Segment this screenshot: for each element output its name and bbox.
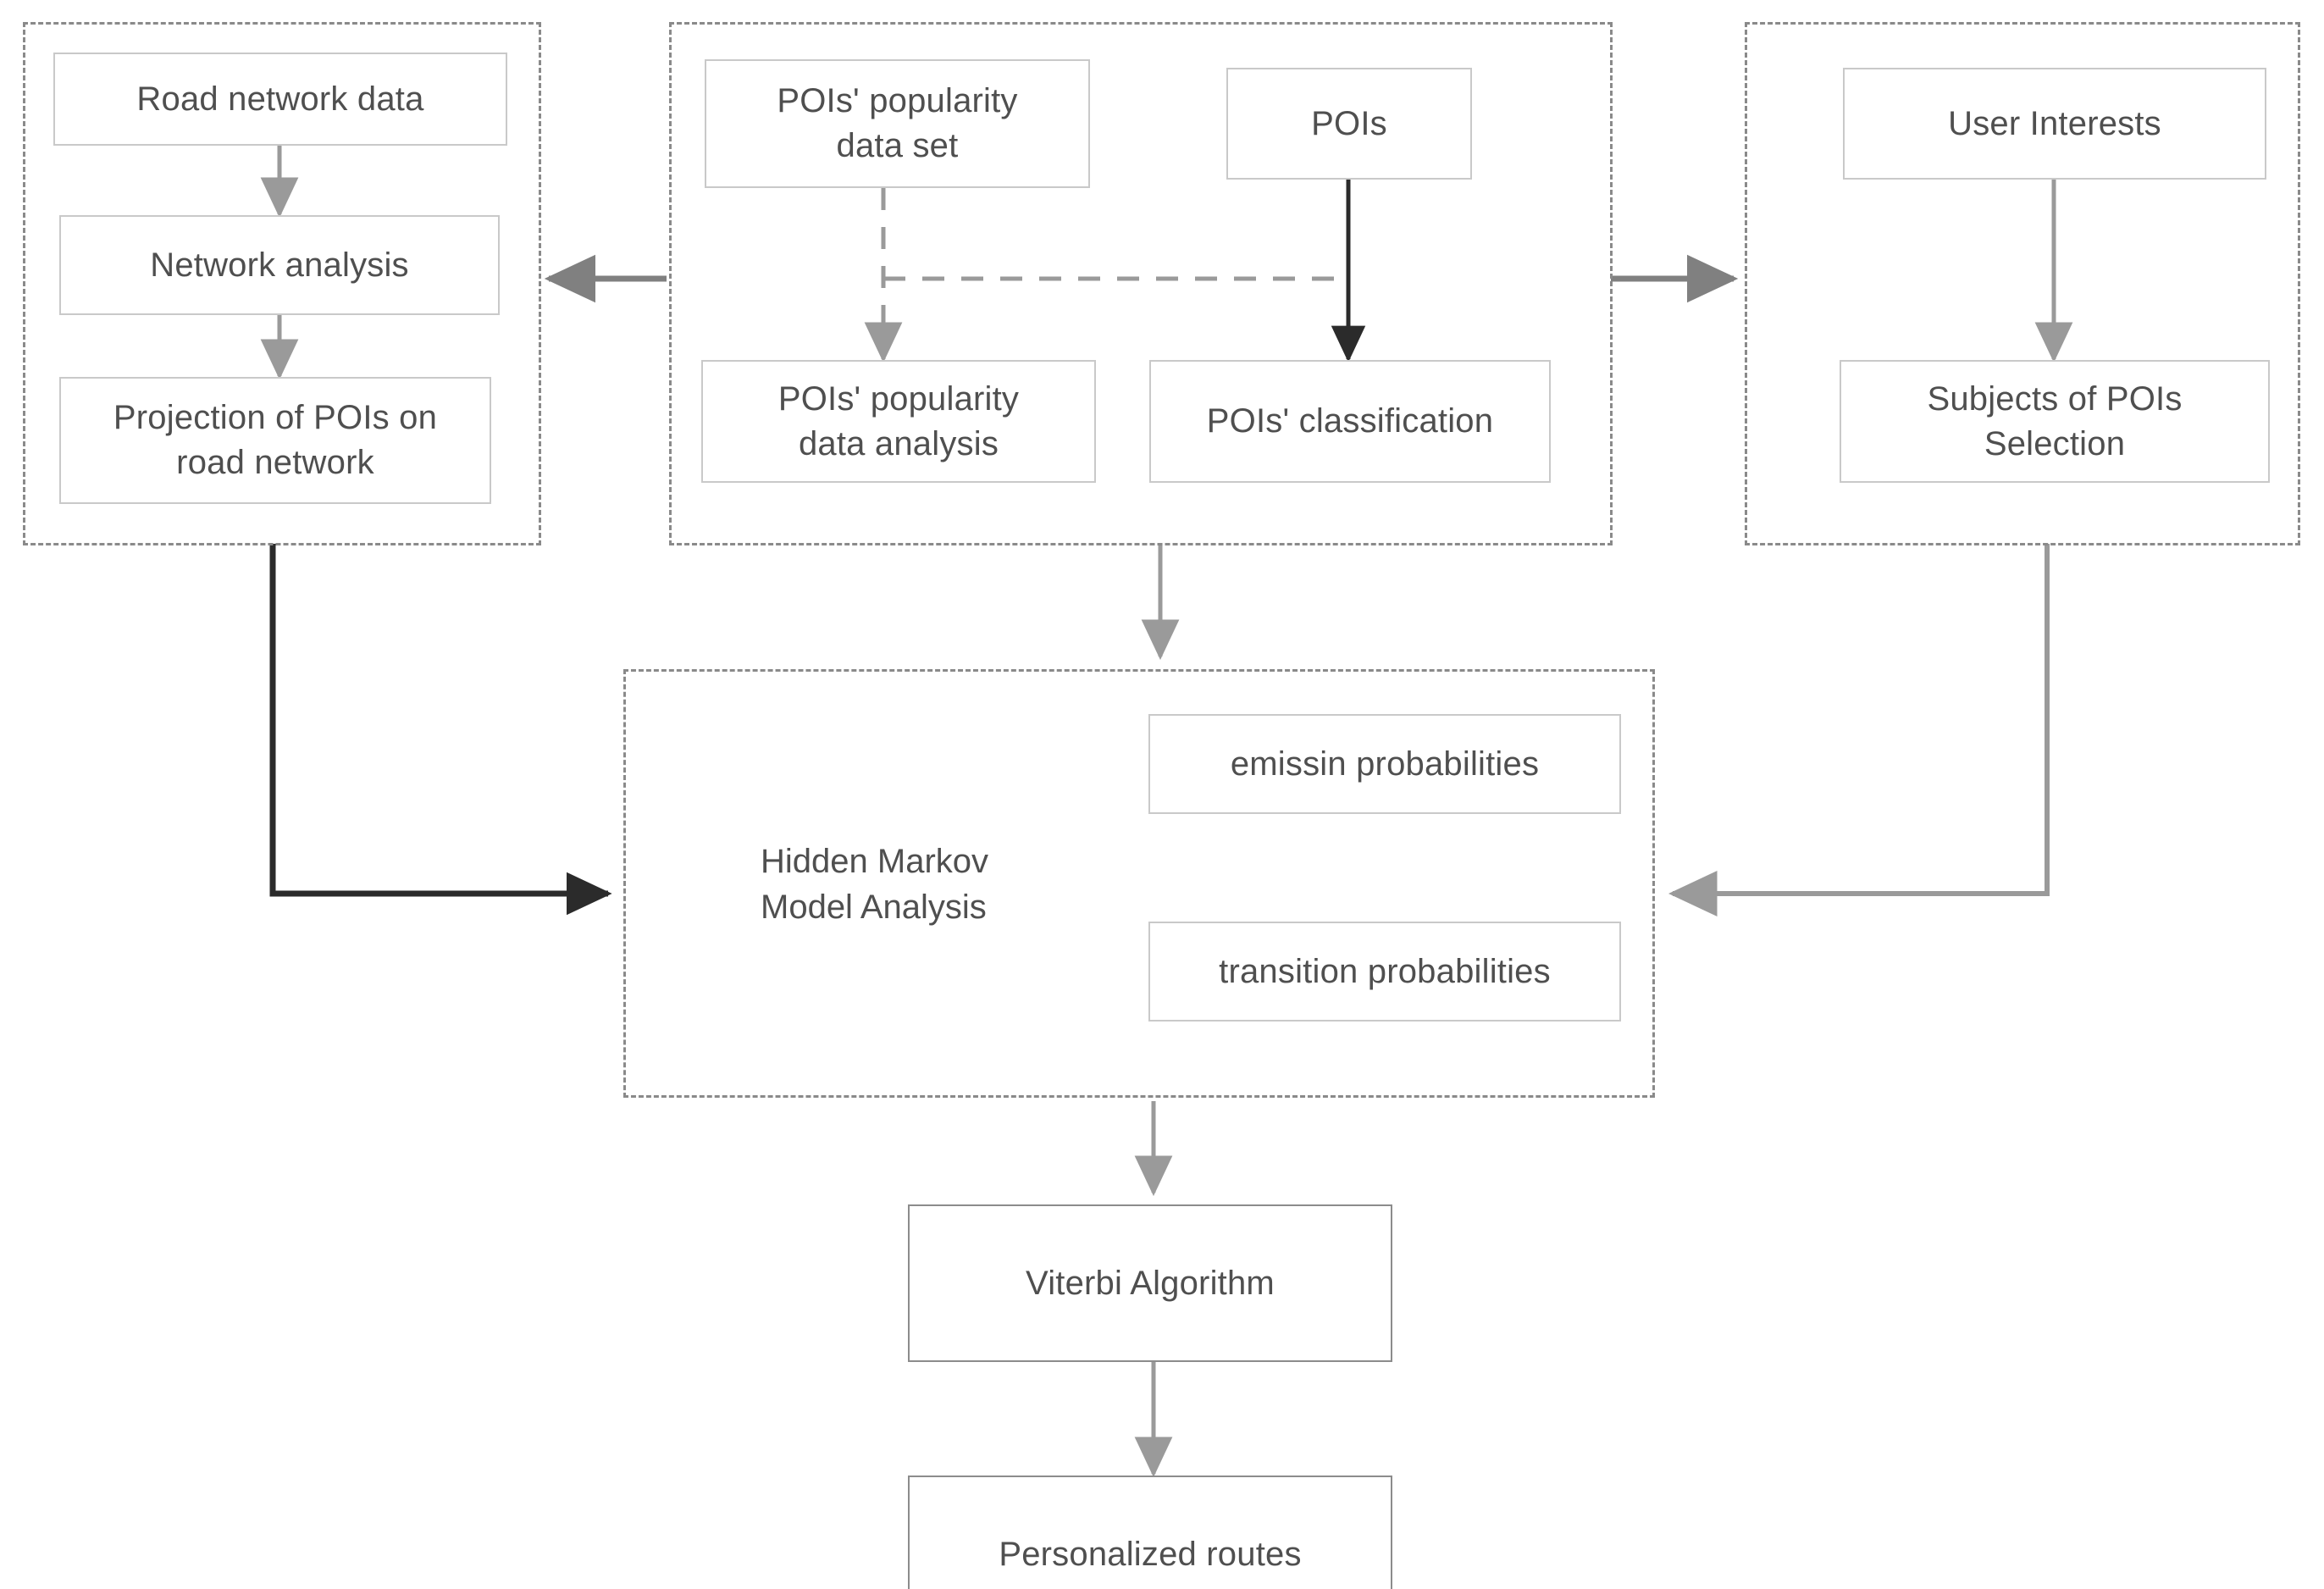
node-personalized-routes-label: Personalized routes bbox=[999, 1535, 1302, 1573]
node-user-interests[interactable]: User Interests bbox=[1843, 68, 2266, 180]
node-emission-probabilities[interactable]: emissin probabilities bbox=[1148, 714, 1621, 814]
node-viterbi-algorithm-label: Viterbi Algorithm bbox=[1026, 1264, 1275, 1302]
node-user-interests-label: User Interests bbox=[1948, 104, 2161, 142]
node-pois-popularity-data-analysis[interactable]: POIs' popularity data analysis bbox=[701, 360, 1096, 483]
node-subjects-of-pois-selection-label: Subjects of POIs Selection bbox=[1927, 379, 2183, 462]
node-network-analysis[interactable]: Network analysis bbox=[59, 215, 500, 315]
node-projection-of-pois[interactable]: Projection of POIs on road network bbox=[59, 377, 491, 504]
node-pois-classification[interactable]: POIs' classification bbox=[1149, 360, 1551, 483]
node-viterbi-algorithm[interactable]: Viterbi Algorithm bbox=[908, 1204, 1392, 1362]
hidden-markov-model-group bbox=[623, 669, 1655, 1098]
node-road-network-data-label: Road network data bbox=[136, 80, 424, 118]
node-transition-probabilities[interactable]: transition probabilities bbox=[1148, 922, 1621, 1021]
node-subjects-of-pois-selection[interactable]: Subjects of POIs Selection bbox=[1840, 360, 2270, 483]
node-emission-probabilities-label: emissin probabilities bbox=[1230, 745, 1540, 783]
node-network-analysis-label: Network analysis bbox=[150, 246, 409, 284]
poi-data-group bbox=[669, 22, 1613, 545]
hmm-analysis-label: Hidden Markov Model Analysis bbox=[761, 843, 989, 926]
node-pois-popularity-data-analysis-label: POIs' popularity data analysis bbox=[777, 379, 1020, 462]
user-interests-group bbox=[1745, 22, 2300, 545]
node-pois-popularity-data-set[interactable]: POIs' popularity data set bbox=[705, 59, 1090, 188]
node-projection-of-pois-label: Projection of POIs on road network bbox=[113, 399, 438, 481]
road-network-group bbox=[23, 22, 541, 545]
node-pois-popularity-data-set-label: POIs' popularity data set bbox=[777, 82, 1018, 164]
node-pois-label: POIs bbox=[1311, 104, 1387, 142]
node-personalized-routes[interactable]: Personalized routes bbox=[908, 1476, 1392, 1589]
node-pois-classification-label: POIs' classification bbox=[1206, 402, 1494, 440]
node-transition-probabilities-label: transition probabilities bbox=[1219, 952, 1551, 990]
node-road-network-data[interactable]: Road network data bbox=[53, 53, 507, 146]
edge-user-interests-group-to-hmm-group bbox=[1668, 544, 2050, 916]
node-pois[interactable]: POIs bbox=[1226, 68, 1472, 180]
edge-road-network-group-to-hmm-group bbox=[269, 544, 612, 916]
